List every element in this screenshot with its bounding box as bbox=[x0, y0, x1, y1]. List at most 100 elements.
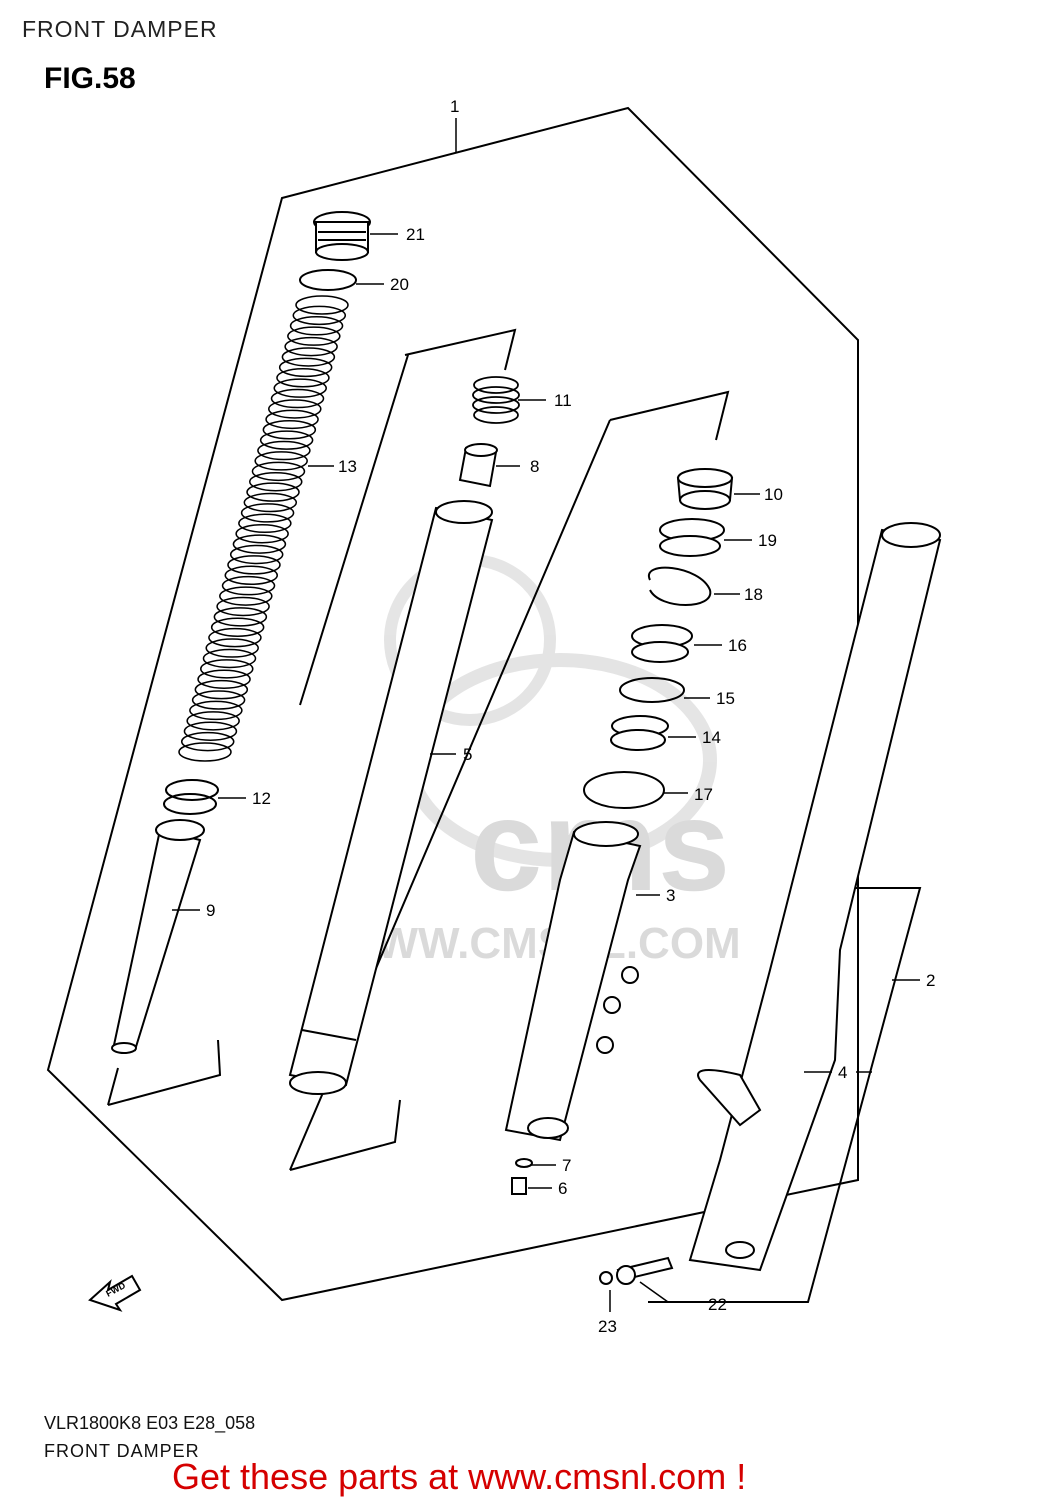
dust-seal-part bbox=[659, 518, 725, 557]
spring-coil bbox=[191, 690, 246, 710]
spring-coil bbox=[205, 638, 259, 658]
piston-ring-part bbox=[163, 779, 219, 815]
callout-21: 21 bbox=[406, 225, 425, 244]
spring-coil bbox=[268, 399, 322, 419]
slide-metal-part bbox=[676, 468, 734, 510]
spring-coil bbox=[284, 336, 338, 357]
callout-19: 19 bbox=[758, 531, 777, 550]
callout-11: 11 bbox=[554, 391, 572, 410]
callout-6: 6 bbox=[558, 1179, 567, 1198]
spring-coil bbox=[213, 607, 268, 627]
promo-link[interactable]: Get these parts at www.cmsnl.com ! bbox=[172, 1456, 747, 1497]
forward-direction-arrow: FWD bbox=[88, 1274, 142, 1312]
spring-coil bbox=[281, 347, 336, 367]
callout-leaders bbox=[172, 233, 920, 1312]
guide-metal-part bbox=[610, 715, 669, 751]
callout-4: 4 bbox=[838, 1063, 847, 1082]
spring-coil bbox=[292, 305, 347, 326]
spring-coil bbox=[259, 430, 314, 450]
o-ring-part bbox=[299, 269, 357, 291]
gasket-part bbox=[515, 1158, 533, 1168]
damper-rod-part bbox=[111, 819, 205, 1054]
spring-coil bbox=[232, 534, 287, 554]
spring-coil bbox=[273, 378, 327, 398]
axle-pinch-bolt-part bbox=[616, 1256, 674, 1285]
callout-20: 20 bbox=[390, 275, 409, 294]
callout-7: 7 bbox=[562, 1156, 571, 1175]
spring-coil bbox=[262, 419, 317, 440]
spring-coil bbox=[221, 575, 276, 596]
spring-coil bbox=[194, 679, 249, 700]
spring-coil bbox=[235, 523, 289, 544]
spring-coil bbox=[197, 669, 251, 689]
oil-seal-part bbox=[631, 624, 693, 663]
footer-title: FRONT DAMPER bbox=[44, 1441, 200, 1461]
spring-coil bbox=[208, 627, 262, 648]
spring-coil bbox=[270, 388, 325, 409]
spring-coil bbox=[178, 742, 232, 762]
rebound-spring-part bbox=[472, 376, 520, 424]
spring-coil bbox=[200, 659, 254, 679]
spring-coil bbox=[289, 316, 344, 336]
spring-coil bbox=[243, 492, 298, 513]
callout-14: 14 bbox=[702, 728, 721, 747]
damper-bolt-part bbox=[511, 1177, 527, 1195]
callout-1: 1 bbox=[450, 97, 459, 116]
callout-10: 10 bbox=[764, 485, 783, 504]
callout-3: 3 bbox=[666, 886, 675, 905]
wire-ring-part bbox=[647, 566, 712, 606]
spring-coil bbox=[219, 586, 273, 606]
diagram-code: VLR1800K8 E03 E28_058 bbox=[44, 1413, 256, 1433]
callout-16: 16 bbox=[728, 636, 747, 655]
washer-part bbox=[599, 1271, 613, 1285]
callout-17: 17 bbox=[694, 785, 713, 804]
spring-coil bbox=[257, 440, 311, 461]
spring-coil bbox=[189, 700, 243, 721]
callout-23: 23 bbox=[598, 1317, 617, 1336]
figure-label: FIG.58 bbox=[44, 62, 136, 95]
spring-coil bbox=[265, 409, 319, 430]
spring-coil bbox=[251, 461, 306, 482]
spring-coil bbox=[278, 357, 333, 378]
spring-coil bbox=[287, 326, 341, 346]
callout-13: 13 bbox=[338, 457, 357, 476]
assembly-outline-spring-group bbox=[107, 328, 517, 1106]
assembly-outline-fork bbox=[46, 106, 859, 1302]
callout-5: 5 bbox=[463, 745, 472, 764]
spring-coil bbox=[276, 368, 330, 388]
spring-coil bbox=[246, 482, 300, 502]
callout-2: 2 bbox=[926, 971, 935, 990]
cap-bolt-part bbox=[313, 211, 371, 261]
spring-coil bbox=[186, 711, 240, 731]
callout-9: 9 bbox=[206, 901, 215, 920]
spring-coil bbox=[224, 565, 279, 586]
callout-12: 12 bbox=[252, 789, 271, 808]
callout-18: 18 bbox=[744, 585, 763, 604]
spring-coil bbox=[216, 596, 270, 617]
spacer-part bbox=[458, 443, 498, 488]
spring-coil bbox=[238, 513, 292, 534]
damper-holder-part bbox=[504, 821, 642, 1142]
spring-coil bbox=[240, 503, 295, 523]
callout-22: 22 bbox=[708, 1295, 727, 1314]
spring-coil bbox=[183, 721, 238, 741]
spring-coil bbox=[180, 731, 235, 752]
spring-coil bbox=[227, 555, 281, 575]
spring-coil bbox=[210, 617, 265, 638]
spring-coil bbox=[248, 471, 303, 492]
callout-numbers: 1 2 3 4 5 6 7 8 9 10 11 12 13 14 15 16 1… bbox=[206, 97, 935, 1336]
spring-coil bbox=[295, 295, 349, 315]
page-header-title: FRONT DAMPER bbox=[22, 16, 218, 42]
inner-tube-part bbox=[288, 500, 494, 1095]
spring-coil bbox=[202, 648, 257, 669]
fork-spring-part bbox=[178, 295, 349, 762]
callout-8: 8 bbox=[530, 457, 539, 476]
seal-spacer-part bbox=[619, 677, 685, 703]
callout-15: 15 bbox=[716, 689, 735, 708]
assembly-outline-outer-tube-group bbox=[648, 887, 922, 1303]
spring-coil bbox=[254, 451, 308, 471]
spring-coil bbox=[229, 544, 284, 565]
watermark-url: WWW.CMSNL.COM bbox=[335, 919, 741, 968]
stopper-ring-part bbox=[583, 771, 665, 809]
